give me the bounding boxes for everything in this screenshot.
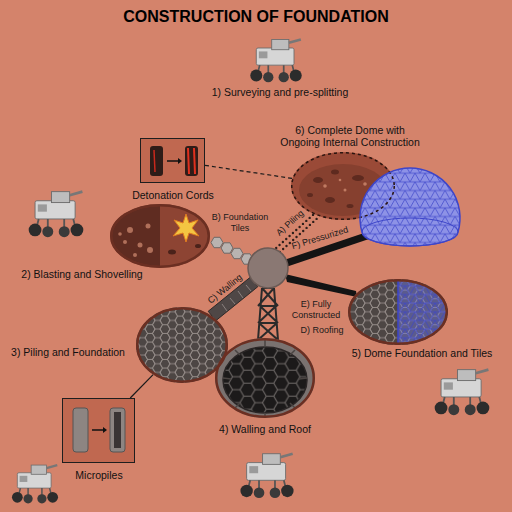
- dome: [360, 168, 460, 246]
- stage-label: 2) Blasting and Shovelling: [21, 268, 142, 280]
- pebble: [133, 253, 137, 257]
- roof-tiles: [223, 347, 307, 413]
- arrow-shaft: [167, 160, 178, 162]
- pebble: [344, 189, 347, 192]
- pebble: [323, 184, 327, 188]
- outline-layer: [136, 307, 228, 383]
- dome-lattice: [398, 280, 447, 344]
- rover: [12, 465, 58, 503]
- pit-outline: [137, 308, 227, 382]
- pebble: [339, 179, 342, 182]
- hex-tile: [211, 237, 223, 247]
- stage-label: 1) Surveying and pre-splitting: [212, 86, 349, 98]
- pebble: [118, 232, 122, 236]
- inset-ground: [140, 138, 205, 183]
- foundation-tiles: [348, 279, 448, 345]
- roof-tower: [258, 288, 278, 340]
- blast: [173, 214, 199, 242]
- stage-pit: 5) Dome Foundation and Tiles: [348, 279, 448, 345]
- pit-outline: [349, 280, 447, 344]
- rock: [325, 197, 335, 203]
- outline-layer: [110, 204, 210, 268]
- outline-layer: [348, 279, 448, 345]
- spoke-label: A) Piling: [274, 208, 306, 238]
- title: CONSTRUCTION OF FOUNDATION: [123, 7, 388, 27]
- dome-half: [398, 280, 447, 344]
- rock: [352, 175, 364, 181]
- cord-streak: [154, 150, 155, 172]
- pebbles: [323, 179, 367, 192]
- leader-line: [130, 375, 153, 398]
- pile-hole: [73, 408, 88, 452]
- pebble: [138, 243, 143, 248]
- rock: [331, 170, 339, 175]
- rubble-half: [112, 206, 160, 266]
- stage-pit: 2) Blasting and Shovelling: [110, 204, 210, 268]
- rover: [240, 454, 293, 498]
- arrow-shaft: [92, 429, 103, 431]
- leader-line: [205, 165, 292, 178]
- outline-layer: [291, 152, 395, 220]
- spoke-label: D) Roofing: [300, 325, 343, 336]
- rover: [250, 39, 301, 82]
- rock: [307, 193, 313, 197]
- rock: [168, 250, 176, 255]
- stage-label: Micropiles: [75, 469, 122, 481]
- constructed-spoke: [285, 274, 357, 297]
- pit-outline: [292, 153, 395, 220]
- inset-ground: [62, 398, 135, 463]
- borehole: [150, 146, 163, 176]
- stage-label: 6) Complete Dome with Ongoing Internal C…: [278, 124, 423, 148]
- wall-ring: [215, 338, 315, 418]
- rock: [195, 244, 201, 248]
- pit-ground: [110, 204, 210, 268]
- rover: [29, 192, 84, 238]
- pebble: [123, 240, 127, 244]
- detonation-cord: [188, 148, 195, 174]
- pebble: [127, 227, 133, 233]
- dome-lattice: [360, 168, 460, 246]
- tile-chain: [211, 237, 253, 264]
- micropile-core: [114, 412, 121, 448]
- pebble: [147, 247, 153, 253]
- stage-label: Detonation Cords: [132, 189, 214, 201]
- foundation-tiles: [136, 307, 228, 383]
- arrow-head: [103, 427, 107, 433]
- arrow-head: [178, 158, 182, 164]
- outline-layer: [360, 168, 460, 246]
- stage-pit: 6) Complete Dome with Ongoing Internal C…: [360, 168, 460, 246]
- inset-box: Micropiles: [62, 398, 135, 463]
- hub: [248, 248, 288, 288]
- stage-label: 5) Dome Foundation and Tiles: [352, 347, 493, 359]
- pebble: [146, 224, 151, 229]
- stage-label: 4) Walling and Roof: [219, 423, 311, 435]
- rover: [435, 370, 490, 416]
- stage-pit: 1) Surveying and pre-splitting: [291, 152, 395, 220]
- wall-ribs: [223, 340, 307, 418]
- inset-box: Detonation Cords: [140, 138, 205, 183]
- pit-outline: [111, 205, 209, 267]
- micropile: [110, 408, 125, 452]
- stage-pit: 4) Walling and Roof: [215, 338, 315, 418]
- spoke-label: B) Foundation Tiles: [210, 212, 270, 233]
- pit-outline: [216, 339, 314, 417]
- rock: [347, 204, 354, 208]
- stage-pit: 3) Piling and Foundation: [136, 307, 228, 383]
- hex-tile: [221, 243, 233, 253]
- spoke-label: E) Fully Constructed: [288, 299, 344, 320]
- borehole: [185, 146, 198, 176]
- hex-tile: [231, 248, 243, 258]
- dome-outline: [360, 168, 460, 246]
- pebble: [363, 182, 367, 186]
- dome-edge: [397, 280, 399, 344]
- rock: [313, 177, 323, 183]
- outline-layer: [215, 338, 315, 418]
- stage-label: 3) Piling and Foundation: [11, 346, 125, 358]
- rubble: [118, 224, 153, 258]
